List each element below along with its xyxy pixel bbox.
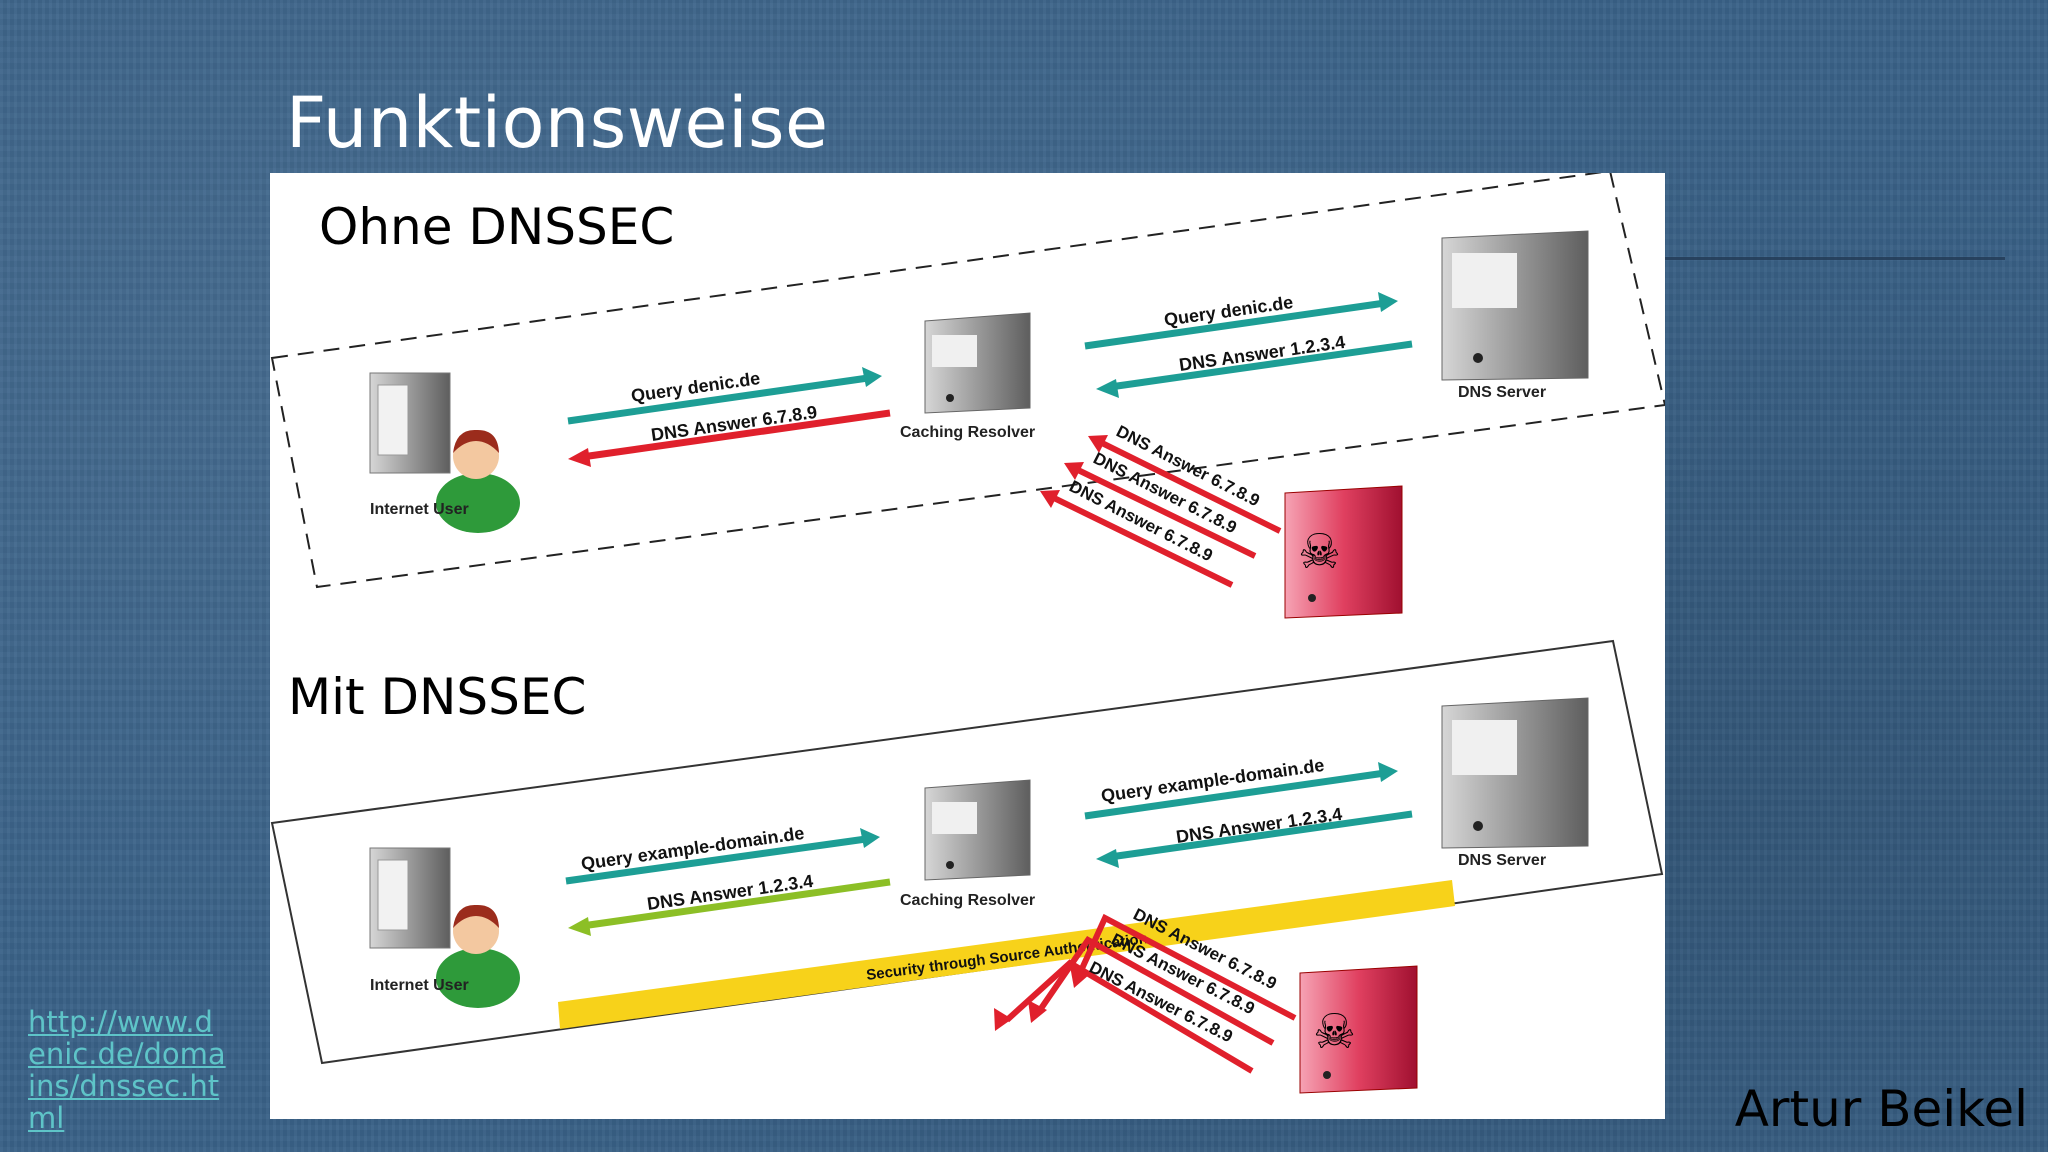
- caching-resolver-icon: [924, 779, 1031, 881]
- diagram-panel-without-dnssec: Internet User Caching Resolver DNS Serve…: [270, 173, 1665, 643]
- diagram-panel-with-dnssec: Security through Source Authentication I…: [270, 638, 1665, 1119]
- diagram-with-dnssec: Security through Source Authentication I…: [270, 639, 1664, 1094]
- attack-arrow-2: [1064, 462, 1257, 559]
- caching-resolver-label: Caching Resolver: [900, 892, 1035, 909]
- dns-server-label: DNS Server: [1458, 852, 1546, 869]
- arrow-answer-left: [568, 878, 891, 936]
- dns-server-icon: [1441, 697, 1589, 849]
- attacker-server-icon: ☠: [1299, 965, 1418, 1094]
- source-link[interactable]: http://www.denic.de/domains/dnssec.html: [28, 1005, 226, 1135]
- author-name: Artur Beikel: [1734, 1080, 2028, 1138]
- arrow-query-right: [1084, 292, 1398, 350]
- internet-user-icon: [369, 847, 520, 1008]
- arrow-answer-left: [568, 409, 891, 467]
- attacker-server-icon: ☠: [1284, 485, 1403, 619]
- arrow-answer-right: [1096, 340, 1413, 398]
- section-title-without-dnssec: Ohne DNSSEC: [319, 198, 675, 256]
- skull-icon: ☠: [1298, 526, 1341, 579]
- caching-resolver-label: Caching Resolver: [900, 424, 1035, 441]
- internet-user-label: Internet User: [370, 501, 469, 518]
- solid-boundary: [270, 639, 1664, 1065]
- internet-user-icon: [369, 372, 520, 533]
- attack-arrow-3: [1040, 490, 1234, 588]
- arrow-answer-right: [1096, 810, 1413, 868]
- answer-right-label: DNS Answer 1.2.3.4: [1175, 804, 1344, 847]
- attack-arrow-3: [994, 959, 1254, 1074]
- attack-arrow-1: [1070, 913, 1297, 1021]
- arrow-query-right: [1084, 762, 1398, 820]
- caching-resolver-icon: [924, 312, 1031, 414]
- attack-arrow-1: [1088, 435, 1282, 534]
- slide-title: Funktionsweise: [286, 82, 829, 164]
- diagram-without-dnssec: Internet User Caching Resolver DNS Serve…: [270, 173, 1665, 619]
- dns-server-icon: [1441, 230, 1589, 381]
- dashed-boundary: [270, 173, 1665, 589]
- decorative-rule: [1665, 257, 2005, 260]
- dns-server-label: DNS Server: [1458, 384, 1546, 401]
- section-title-with-dnssec: Mit DNSSEC: [288, 668, 587, 726]
- arrow-query-left: [567, 367, 882, 425]
- internet-user-label: Internet User: [370, 977, 469, 994]
- security-band: [558, 880, 1455, 1029]
- skull-icon: ☠: [1313, 1006, 1356, 1059]
- attack-arrow-2: [1028, 936, 1275, 1046]
- arrow-query-left: [565, 828, 880, 885]
